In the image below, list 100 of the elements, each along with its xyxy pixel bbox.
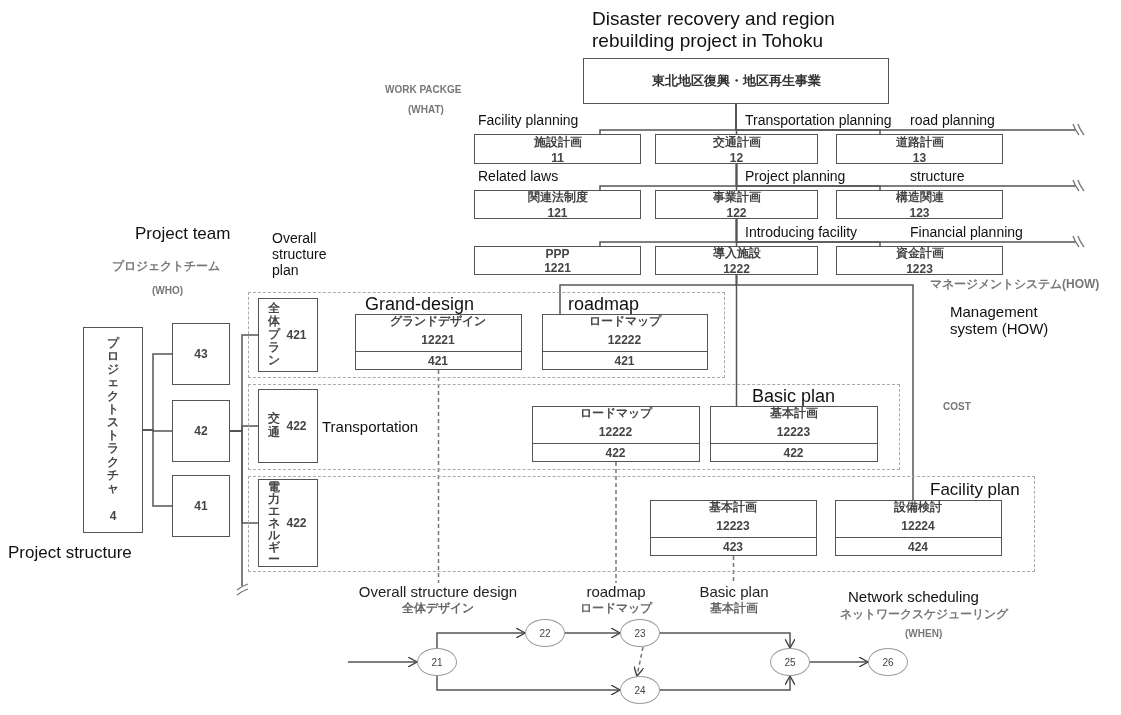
event-circle xyxy=(770,648,810,676)
process-box xyxy=(836,246,1003,275)
code-number: 1223 xyxy=(906,262,933,276)
code-number: 421 xyxy=(286,327,307,342)
connector-line xyxy=(615,461,617,584)
box-title: 構造関連 xyxy=(895,189,944,206)
process-box xyxy=(655,246,818,275)
code-number: 4 xyxy=(109,509,117,524)
process-box xyxy=(257,478,318,567)
heading-label: Project team xyxy=(135,224,232,244)
event-number: 25 xyxy=(784,656,796,668)
box-title: 電力エネルギー xyxy=(268,480,281,565)
box-title: PPP xyxy=(545,246,570,261)
process-box xyxy=(474,190,641,219)
step-label: 全体デザイン xyxy=(402,600,474,617)
box-title: 関連法制度 xyxy=(527,189,588,206)
code-number: 123 xyxy=(909,206,930,220)
code-number: 421 xyxy=(355,351,521,370)
arrow xyxy=(633,646,645,677)
process-box xyxy=(257,388,318,463)
connector-line xyxy=(735,274,914,501)
code-number: 424 xyxy=(835,537,1001,556)
connector-line xyxy=(735,218,1076,243)
event-number: 21 xyxy=(431,656,443,668)
code-number: 422 xyxy=(532,443,699,462)
box-title: 交通 xyxy=(268,412,281,439)
section-label: (WHO) xyxy=(152,285,185,297)
arrow xyxy=(347,656,418,668)
box-title: 施設計画 xyxy=(533,133,582,151)
box-title: 道路計画 xyxy=(895,133,944,151)
code-number: 122 xyxy=(726,206,747,220)
english-caption: Financial planning xyxy=(910,224,1024,241)
box-title: 設備検討 xyxy=(894,499,942,516)
code-number: 1222 xyxy=(723,262,750,276)
event-number: 24 xyxy=(634,684,646,696)
process-box xyxy=(541,313,708,370)
section-label: COST xyxy=(943,401,972,413)
code-number: 12223 xyxy=(716,519,750,533)
heading-label: Management system (HOW) xyxy=(950,303,1050,338)
english-caption: Disaster recovery and region rebuilding project in Tohoku xyxy=(592,8,836,52)
code-number: 12221 xyxy=(421,333,455,347)
process-box xyxy=(172,400,230,462)
arrow xyxy=(659,632,796,649)
section-label: ネットワークスケジューリング xyxy=(840,608,1010,622)
arrow xyxy=(564,627,621,639)
event-number: 26 xyxy=(882,656,894,668)
code-number: 12224 xyxy=(901,519,935,533)
english-caption: Project planning xyxy=(745,168,847,185)
process-box xyxy=(709,405,878,462)
code-number: 1221 xyxy=(544,260,571,275)
code-number: 12222 xyxy=(607,333,642,347)
english-caption: roadmap xyxy=(586,583,646,600)
english-caption: Basic plan xyxy=(699,583,769,600)
code-number: 12223 xyxy=(776,425,811,439)
connector-line xyxy=(142,429,173,507)
code-number: 422 xyxy=(710,443,877,462)
process-box xyxy=(836,134,1003,164)
box-title: 基本計画 xyxy=(709,499,757,516)
process-box xyxy=(474,246,641,275)
section-label: プロジェクトチーム xyxy=(112,260,221,274)
dashed-group-box xyxy=(248,476,1035,572)
connector-line xyxy=(735,163,1076,187)
box-title: ロードマップ xyxy=(579,405,652,422)
english-caption: Transportation planning xyxy=(745,112,893,129)
event-circle xyxy=(525,619,565,647)
process-box xyxy=(474,134,641,164)
process-box xyxy=(655,190,818,219)
dashed-group-box xyxy=(248,292,725,378)
english-caption: Facility plan xyxy=(930,480,1021,500)
event-circle xyxy=(620,676,660,704)
code-number: 423 xyxy=(650,537,816,556)
box-title: グランドデザイン xyxy=(390,314,486,330)
code-number: 12 xyxy=(729,150,744,165)
step-label: 基本計画 xyxy=(710,601,758,617)
step-label: ロードマップ xyxy=(580,600,652,617)
english-caption: road planning xyxy=(910,112,996,129)
english-caption: Grand-design xyxy=(365,294,476,315)
connector-line xyxy=(437,369,440,584)
event-number: 23 xyxy=(634,627,646,639)
event-number: 22 xyxy=(539,627,551,639)
dashed-group-box xyxy=(248,384,900,470)
box-title: プロジェクトストラクチャ xyxy=(107,336,119,496)
process-box xyxy=(655,134,818,164)
box-title: 交通計画 xyxy=(712,133,761,151)
arrow xyxy=(436,627,526,649)
process-box xyxy=(172,323,230,385)
english-caption: Project structure xyxy=(8,543,133,563)
english-caption: Related laws xyxy=(478,168,560,185)
event-circle xyxy=(417,648,457,676)
process-box xyxy=(354,313,522,370)
process-box xyxy=(834,499,1002,556)
code-number: 121 xyxy=(547,206,568,220)
english-caption: Overall structure design xyxy=(358,583,518,600)
section-label: マネージメントシステム(HOW) xyxy=(930,278,1101,292)
code-number: 421 xyxy=(542,351,707,370)
connector-line xyxy=(229,430,243,587)
english-caption: Transportation xyxy=(322,418,420,436)
event-circle xyxy=(620,619,660,647)
english-caption: Basic plan xyxy=(752,386,837,407)
section-label: WORK PACKGE xyxy=(385,84,463,96)
